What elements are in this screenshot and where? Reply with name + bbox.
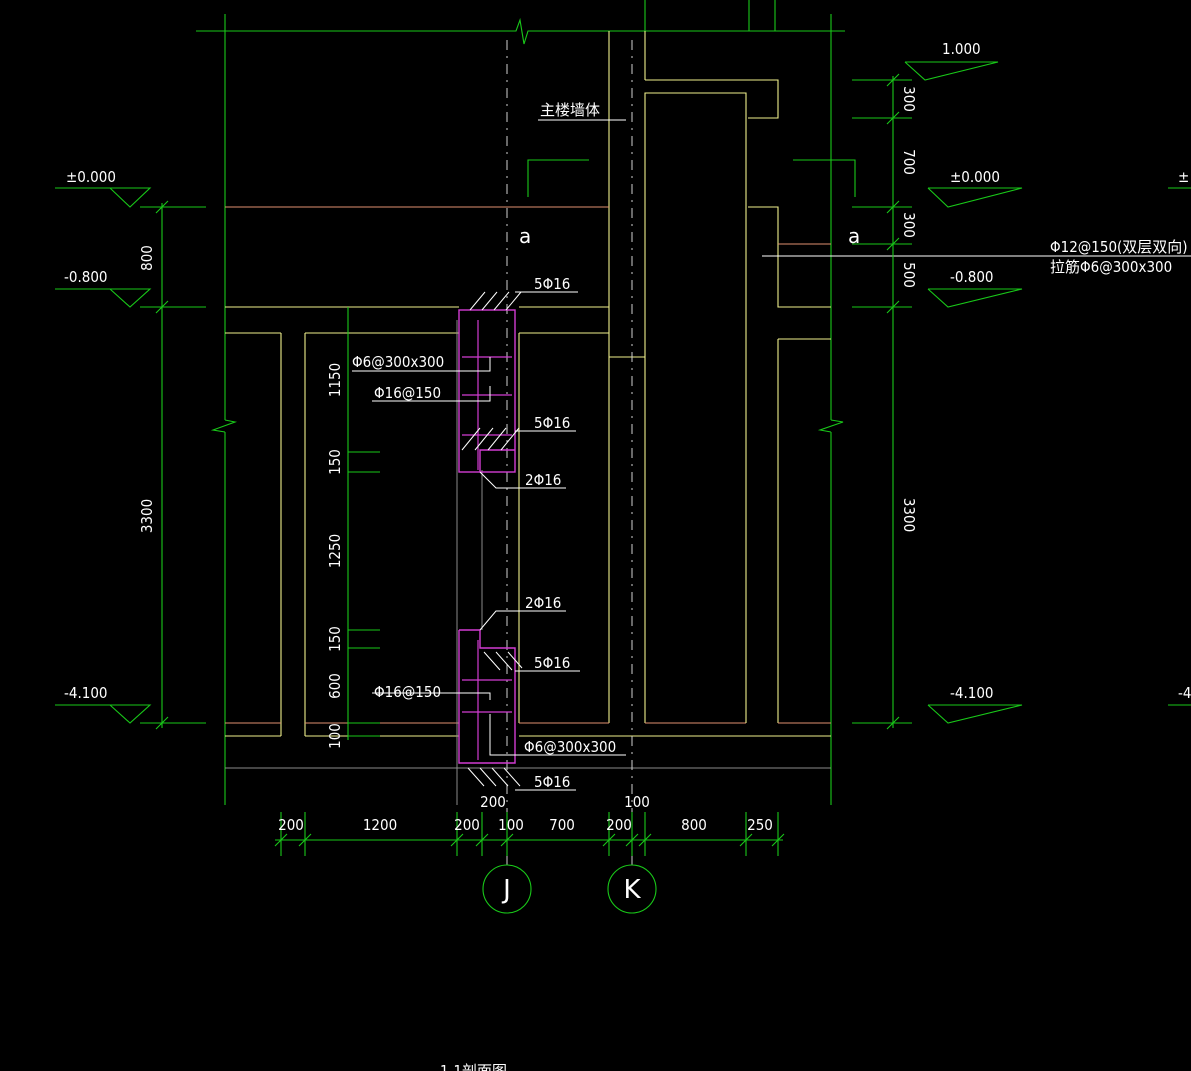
dim-right-3300: 3300 bbox=[900, 498, 918, 532]
label-slab-bars-2: 拉筋Φ6@300x300 bbox=[1050, 258, 1172, 276]
label-stirrup-bottom: Φ6@300x300 bbox=[524, 738, 616, 756]
label-rebar-5phi16-b: 5Φ16 bbox=[534, 414, 570, 432]
section-mark-right: a bbox=[848, 224, 860, 248]
dim-top-200: 200 bbox=[480, 793, 506, 811]
dim-top-100: 100 bbox=[624, 793, 650, 811]
dim-bottom-4: 700 bbox=[549, 816, 575, 834]
dim-bottom-3: 100 bbox=[498, 816, 524, 834]
dim-bottom-1: 1200 bbox=[363, 816, 397, 834]
dim-inner-100: 100 bbox=[326, 723, 344, 749]
dim-inner-150b: 150 bbox=[326, 626, 344, 652]
axis-bubble-k bbox=[607, 864, 657, 914]
axis-bubble-j bbox=[482, 864, 532, 914]
axis-label-j: J bbox=[501, 875, 511, 905]
partial-right-text: -4 bbox=[1178, 684, 1191, 702]
elev-left-pm0: ±0.000 bbox=[66, 168, 116, 186]
elev-right-pm0: ±0.000 bbox=[950, 168, 1000, 186]
dim-inner-1250: 1250 bbox=[326, 534, 344, 568]
leader-lines bbox=[352, 119, 1191, 791]
dim-right-500: 500 bbox=[900, 262, 918, 288]
label-bar-top: Φ16@150 bbox=[374, 384, 441, 402]
label-slab-bars-1: Φ12@150(双层双向) bbox=[1050, 238, 1188, 256]
structure-lines bbox=[196, 0, 856, 805]
label-rebar-5phi16-a: 5Φ16 bbox=[534, 275, 570, 293]
rebar-detail bbox=[458, 291, 523, 787]
label-rebar-2phi16-a: 2Φ16 bbox=[525, 471, 561, 489]
elevation-markers bbox=[55, 61, 1191, 724]
dim-right-300b: 300 bbox=[900, 212, 918, 238]
dimension-lines bbox=[140, 73, 912, 856]
caption-partial: 1-1剖面图 bbox=[440, 1062, 507, 1071]
label-rebar-5phi16-d: 5Φ16 bbox=[534, 773, 570, 791]
label-stirrup-top: Φ6@300x300 bbox=[352, 353, 444, 371]
dim-bottom-5: 200 bbox=[606, 816, 632, 834]
elev-right-m0800: -0.800 bbox=[950, 268, 994, 286]
label-bar-bottom: Φ16@150 bbox=[374, 683, 441, 701]
section-mark-left: a bbox=[519, 224, 531, 248]
dim-bottom-0: 200 bbox=[278, 816, 304, 834]
label-main-wall: 主楼墙体 bbox=[540, 101, 600, 119]
label-rebar-2phi16-b: 2Φ16 bbox=[525, 594, 561, 612]
dim-left-800: 800 bbox=[138, 245, 156, 271]
dim-inner-150a: 150 bbox=[326, 449, 344, 475]
partial-left-text: ± bbox=[1178, 168, 1189, 186]
dim-right-300a: 300 bbox=[900, 86, 918, 112]
dim-inner-1150: 1150 bbox=[326, 363, 344, 397]
dim-right-700: 700 bbox=[900, 149, 918, 175]
dim-inner-600: 600 bbox=[326, 673, 344, 699]
dim-bottom-2: 200 bbox=[454, 816, 480, 834]
elev-right-m4100: -4.100 bbox=[950, 684, 994, 702]
elev-left-m4100: -4.100 bbox=[64, 684, 108, 702]
elev-right-top: 1.000 bbox=[942, 40, 981, 58]
elev-left-m0800: -0.800 bbox=[64, 268, 108, 286]
axis-label-k: K bbox=[623, 875, 641, 905]
dim-bottom-7: 250 bbox=[747, 816, 773, 834]
dim-left-3300: 3300 bbox=[138, 499, 156, 533]
label-rebar-5phi16-c: 5Φ16 bbox=[534, 654, 570, 672]
dim-bottom-6: 800 bbox=[681, 816, 707, 834]
